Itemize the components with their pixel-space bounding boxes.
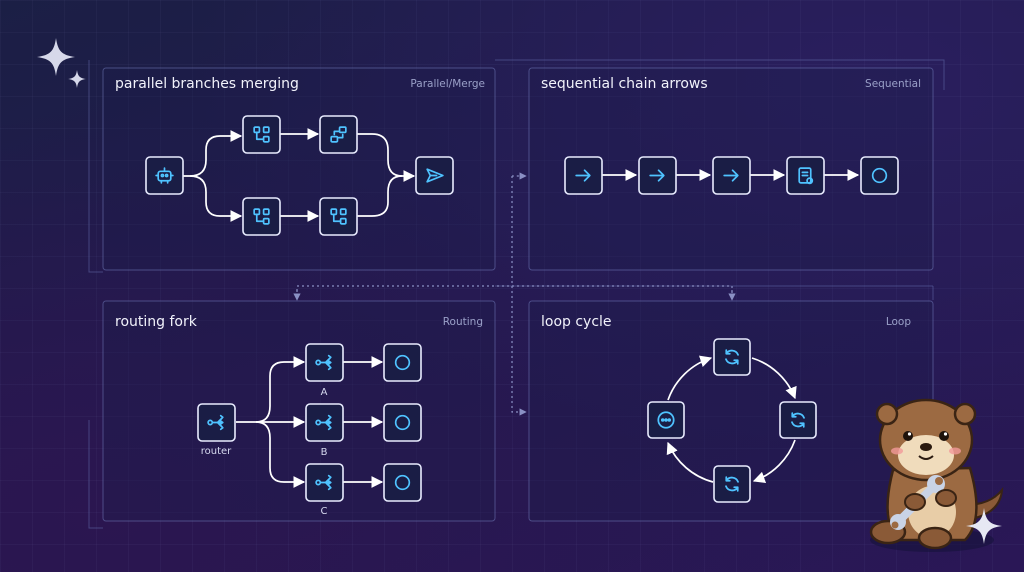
panel-title: sequential chain arrows	[541, 76, 708, 92]
branch-node-c[interactable]	[305, 463, 344, 502]
panel-title: parallel branches merging	[115, 76, 299, 92]
seq-node-4[interactable]	[786, 156, 825, 195]
loop-node-top[interactable]	[713, 338, 751, 376]
panel-connectors	[293, 172, 736, 416]
branch-label-c: C	[321, 506, 328, 517]
branch-label-b: B	[321, 447, 328, 458]
split-node-bottom-2[interactable]	[319, 197, 358, 236]
target-node-a[interactable]	[383, 343, 422, 382]
panel-title: routing fork	[115, 314, 198, 330]
frame-lines	[88, 59, 945, 529]
branch-label-a: A	[321, 387, 328, 398]
loop-node-right[interactable]	[779, 401, 817, 439]
loop-node-left[interactable]	[647, 401, 685, 439]
seq-node-5[interactable]	[860, 156, 899, 195]
robot-node[interactable]	[145, 156, 184, 195]
loop-node-bottom[interactable]	[713, 465, 751, 503]
panel-tag: Parallel/Merge	[410, 78, 485, 90]
branch-node-b[interactable]	[305, 403, 344, 442]
otter-mascot	[869, 398, 1004, 552]
seq-node-3[interactable]	[712, 156, 751, 195]
branch-node-a[interactable]	[305, 343, 344, 382]
panel-loop: loop cycle Loop	[528, 300, 934, 522]
send-node[interactable]	[415, 156, 454, 195]
target-node-b[interactable]	[383, 403, 422, 442]
panel-tag: Routing	[443, 316, 483, 328]
target-node-c[interactable]	[383, 463, 422, 502]
panel-tag: Loop	[886, 316, 912, 328]
panel-title: loop cycle	[541, 314, 612, 330]
panel-routing: routing fork Routing router A B C	[102, 300, 496, 522]
panel-parallel: parallel branches merging Parallel/Merge	[102, 67, 496, 271]
swap-node-top-2[interactable]	[319, 115, 358, 154]
router-node[interactable]	[197, 403, 236, 442]
split-node-top-1[interactable]	[242, 115, 281, 154]
seq-node-1[interactable]	[564, 156, 603, 195]
panel-sequential: sequential chain arrows Sequential	[528, 67, 934, 271]
panel-tag: Sequential	[865, 78, 921, 90]
sparkle-icon	[37, 38, 86, 88]
seq-node-2[interactable]	[638, 156, 677, 195]
router-label: router	[201, 446, 232, 457]
split-node-bottom-1[interactable]	[242, 197, 281, 236]
